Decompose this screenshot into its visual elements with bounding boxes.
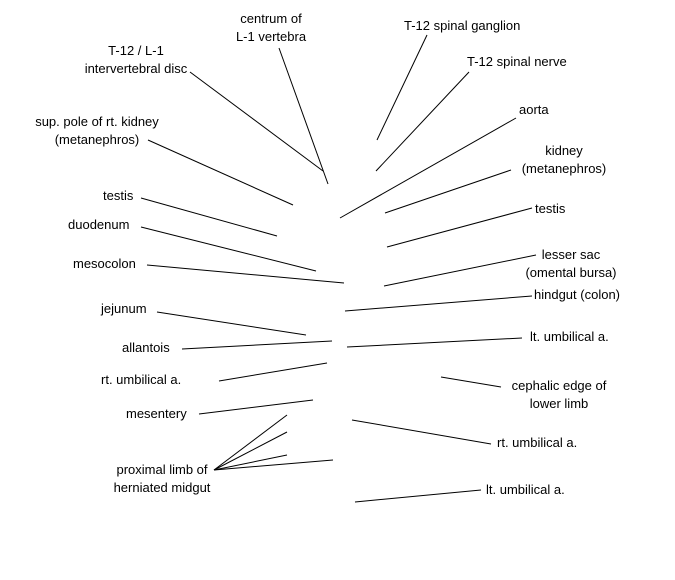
label-jejunum: jejunum bbox=[101, 300, 147, 318]
label-allantois-text: allantois bbox=[122, 340, 170, 355]
label-hindgut-text: hindgut (colon) bbox=[534, 287, 620, 302]
label-lesser-sac-line2: (omental bursa) bbox=[525, 265, 617, 280]
leader-ganglion bbox=[376, 34, 428, 141]
leader-jejunum bbox=[156, 311, 307, 336]
leader-lt-umbilical-upper bbox=[346, 337, 523, 348]
leader-midgut-4 bbox=[213, 459, 334, 471]
leader-midgut-1 bbox=[213, 414, 288, 471]
label-mesentery-text: mesentery bbox=[126, 406, 187, 421]
label-centrum: centrum of L-1 vertebra bbox=[215, 10, 327, 46]
label-nerve: T-12 spinal nerve bbox=[467, 53, 567, 71]
label-herniated-midgut: proximal limb of herniated midgut bbox=[98, 461, 226, 497]
label-disc: T-12 / L-1 intervertebral disc bbox=[68, 42, 204, 78]
label-herniated-midgut-line2: herniated midgut bbox=[113, 480, 211, 495]
leader-rt-umbilical-right bbox=[351, 419, 492, 445]
label-testis-left-text: testis bbox=[103, 188, 134, 203]
label-nerve-text: T-12 spinal nerve bbox=[467, 54, 567, 69]
label-kidney-sup-line2: (metanephros) bbox=[54, 132, 140, 147]
label-kidney-sup-line1: sup. pole of rt. kidney bbox=[35, 114, 159, 129]
label-duodenum-text: duodenum bbox=[68, 217, 130, 232]
label-centrum-line2: L-1 vertebra bbox=[235, 29, 307, 44]
leader-midgut-3 bbox=[213, 454, 288, 471]
label-jejunum-text: jejunum bbox=[101, 301, 147, 316]
label-kidney-sup: sup. pole of rt. kidney (metanephros) bbox=[24, 113, 170, 149]
label-kidney-left-line2: (metanephros) bbox=[521, 161, 607, 176]
label-lt-umbilical-lower-text: lt. umbilical a. bbox=[486, 482, 565, 497]
label-herniated-midgut-line1: proximal limb of bbox=[116, 462, 208, 477]
label-testis-right-text: testis bbox=[535, 201, 566, 216]
label-cephalic-limb-line2: lower limb bbox=[529, 396, 589, 411]
leader-kidney-left bbox=[384, 169, 512, 214]
leader-nerve bbox=[375, 71, 470, 172]
leader-testis-right bbox=[386, 207, 533, 248]
label-mesocolon: mesocolon bbox=[73, 255, 136, 273]
label-aorta: aorta bbox=[519, 101, 549, 119]
label-lt-umbilical-upper-text: lt. umbilical a. bbox=[530, 329, 609, 344]
leader-lesser-sac bbox=[383, 254, 537, 287]
label-duodenum: duodenum bbox=[68, 216, 129, 234]
label-cephalic-limb-line1: cephalic edge of bbox=[511, 378, 607, 393]
label-rt-umbilical-right-text: rt. umbilical a. bbox=[497, 435, 578, 450]
label-lt-umbilical-upper: lt. umbilical a. bbox=[530, 328, 609, 346]
leader-cephalic-limb bbox=[440, 376, 502, 388]
label-disc-line2: intervertebral disc bbox=[84, 61, 188, 76]
label-ganglion-text: T-12 spinal ganglion bbox=[404, 18, 521, 33]
leader-aorta bbox=[339, 117, 517, 219]
label-kidney-left-line1: kidney bbox=[545, 143, 583, 158]
label-rt-umbilical-left: rt. umbilical a. bbox=[101, 371, 181, 389]
label-lesser-sac-line1: lesser sac bbox=[541, 247, 601, 262]
label-rt-umbilical-right: rt. umbilical a. bbox=[497, 434, 577, 452]
label-testis-left: testis bbox=[103, 187, 133, 205]
label-mesocolon-text: mesocolon bbox=[73, 256, 136, 271]
leader-mesentery bbox=[198, 399, 314, 415]
leader-centrum bbox=[278, 47, 329, 185]
leader-disc bbox=[189, 71, 324, 172]
label-lesser-sac: lesser sac (omental bursa) bbox=[515, 246, 627, 282]
label-disc-line1: T-12 / L-1 bbox=[108, 43, 164, 58]
label-aorta-text: aorta bbox=[519, 102, 549, 117]
leader-midgut-2 bbox=[213, 431, 288, 471]
label-kidney-left: kidney (metanephros) bbox=[510, 142, 618, 178]
leader-mesocolon bbox=[146, 264, 345, 284]
label-testis-right: testis bbox=[535, 200, 565, 218]
label-hindgut: hindgut (colon) bbox=[534, 286, 620, 304]
leader-testis-left bbox=[140, 197, 278, 237]
label-allantois: allantois bbox=[122, 339, 170, 357]
leader-lt-umbilical-lower bbox=[354, 489, 482, 503]
label-ganglion: T-12 spinal ganglion bbox=[404, 17, 520, 35]
leader-kidney-sup bbox=[147, 139, 294, 206]
label-lt-umbilical-lower: lt. umbilical a. bbox=[486, 481, 565, 499]
leader-hindgut bbox=[344, 295, 533, 312]
leader-rt-umbilical-left bbox=[218, 362, 328, 382]
label-cephalic-limb: cephalic edge of lower limb bbox=[500, 377, 618, 413]
label-mesentery: mesentery bbox=[126, 405, 187, 423]
label-centrum-line1: centrum of bbox=[240, 11, 302, 26]
leader-allantois bbox=[181, 340, 333, 350]
leader-duodenum bbox=[140, 226, 317, 272]
label-rt-umbilical-left-text: rt. umbilical a. bbox=[101, 372, 182, 387]
